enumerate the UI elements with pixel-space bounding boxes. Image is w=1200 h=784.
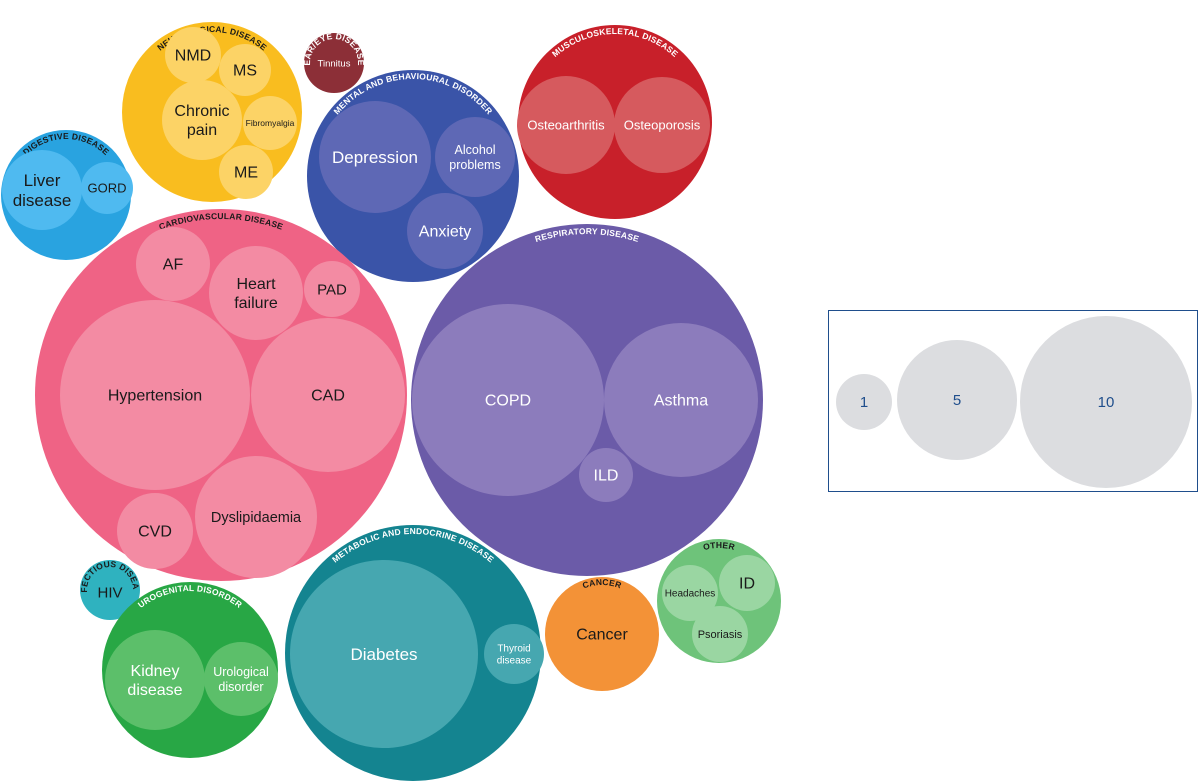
item-label-cvd: CVD xyxy=(138,524,172,541)
item-label-anxiety: Anxiety xyxy=(419,224,471,241)
legend-circle-1 xyxy=(836,374,892,430)
item-label-headaches: Headaches xyxy=(665,589,716,600)
item-label-me: ME xyxy=(234,165,258,182)
category-neuro: NEUROLOGICAL DISEASENMDMSChronicpainFibr… xyxy=(122,22,302,202)
item-circle-asthma xyxy=(604,323,758,477)
item-circle-cad xyxy=(251,318,405,472)
item-circle-osteoporosis xyxy=(614,77,710,173)
category-mental: MENTAL AND BEHAVIOURAL DISORDERDepressio… xyxy=(307,70,519,282)
item-label-cad: CAD xyxy=(311,388,345,405)
item-label-copd: COPD xyxy=(485,393,531,410)
legend-label-5: 5 xyxy=(953,392,961,409)
item-circle-ild xyxy=(579,448,633,502)
item-label-dys: Dyslipidaemia xyxy=(211,510,302,526)
item-label-diabetes: Diabetes xyxy=(350,645,417,664)
category-other: OTHER Headaches ID Psoriasis xyxy=(657,539,781,663)
item-circle-hf xyxy=(209,246,303,340)
item-label-hiv: HIV xyxy=(97,584,122,601)
item-label-cancer_item: Cancer xyxy=(576,627,628,644)
item-label-depression: Depression xyxy=(332,148,418,167)
item-circle-urological xyxy=(204,642,278,716)
legend-circle-10 xyxy=(1020,316,1192,488)
item-circle-osteoarthritis xyxy=(517,76,615,174)
item-circle-thyroid xyxy=(484,624,544,684)
category-label-other: OTHER xyxy=(702,540,736,552)
item-circle-ms xyxy=(219,44,271,96)
item-circle-pad xyxy=(304,261,360,317)
item-circle-cvd xyxy=(117,493,193,569)
legend-label-1: 1 xyxy=(860,394,868,411)
item-label-id: ID xyxy=(739,576,755,593)
item-circle-kidney xyxy=(105,630,205,730)
item-circle-id xyxy=(719,555,775,611)
item-circle-af xyxy=(136,227,210,301)
item-circle-headaches xyxy=(662,565,718,621)
item-circle-diabetes xyxy=(290,560,478,748)
item-label-ild: ILD xyxy=(594,468,619,485)
item-circle-liver xyxy=(2,150,82,230)
item-circle-fibro xyxy=(243,96,297,150)
item-circle-chronic xyxy=(162,80,242,160)
item-label-fibro: Fibromyalgia xyxy=(246,118,295,128)
item-label-psoriasis: Psoriasis xyxy=(698,629,743,641)
item-label-tinnitus: Tinnitus xyxy=(318,58,351,69)
item-circle-me xyxy=(219,145,273,199)
item-label-af: AF xyxy=(163,257,184,274)
item-label-nmd: NMD xyxy=(175,48,211,65)
item-circle-gord xyxy=(81,162,133,214)
item-circle-copd xyxy=(412,304,604,496)
item-circle-depression xyxy=(319,101,431,213)
legend-circle-5 xyxy=(897,340,1017,460)
legend-label-10: 10 xyxy=(1098,394,1115,411)
category-circle-eareye xyxy=(304,33,364,93)
item-label-pad: PAD xyxy=(317,281,347,298)
item-circle-dys xyxy=(195,456,317,578)
item-circle-htn xyxy=(60,300,250,490)
size-legend xyxy=(828,310,1198,492)
item-circle-anxiety xyxy=(407,193,483,269)
item-label-osteoarthritis: Osteoarthritis xyxy=(527,118,605,133)
item-label-ms: MS xyxy=(233,63,257,80)
item-circle-alcohol xyxy=(435,117,515,197)
item-label-gord: GORD xyxy=(88,181,127,196)
category-label-cancer: CANCER xyxy=(581,577,623,590)
item-circle-psoriasis xyxy=(692,606,748,662)
item-label-osteoporosis: Osteoporosis xyxy=(624,118,701,133)
category-circle-cancer xyxy=(545,577,659,691)
item-circle-nmd xyxy=(165,27,221,83)
category-circle-infectious xyxy=(80,560,140,620)
item-label-htn: Hypertension xyxy=(108,388,202,405)
category-cancer: CANCER Cancer xyxy=(545,577,659,691)
item-label-asthma: Asthma xyxy=(654,393,708,410)
